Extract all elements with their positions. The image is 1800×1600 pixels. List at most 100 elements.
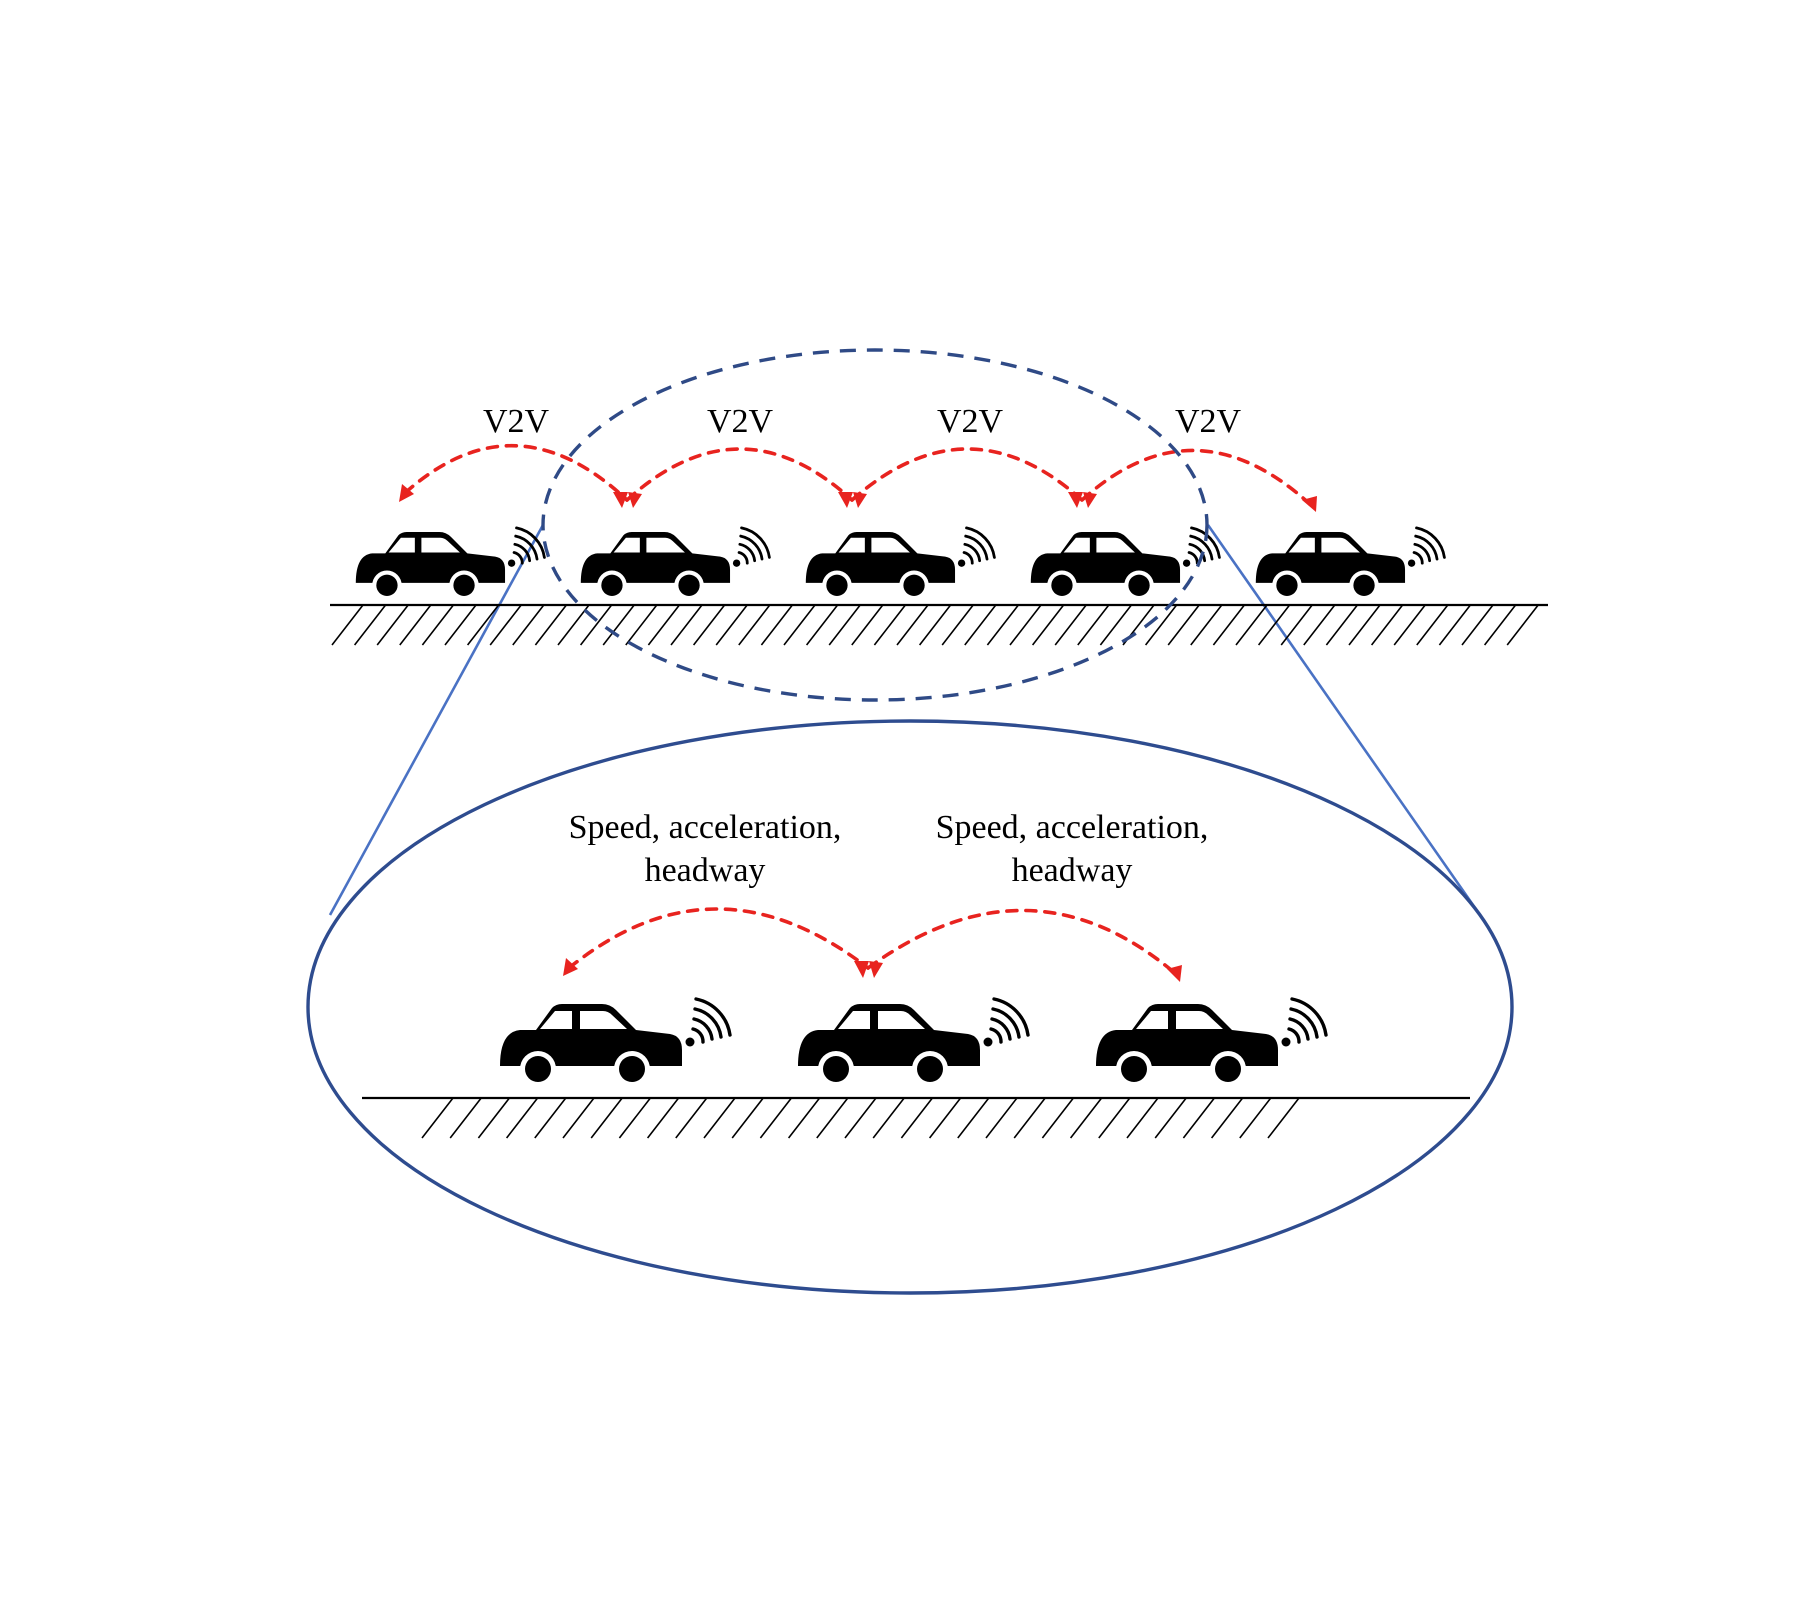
road-hatch-mark xyxy=(1325,604,1359,646)
zoom-road xyxy=(362,1096,1470,1139)
road-hatch-mark xyxy=(1009,604,1042,646)
road-hatch-mark xyxy=(738,604,771,646)
road-hatch-mark xyxy=(505,1097,539,1139)
road-hatch-mark xyxy=(646,1097,680,1139)
car-icon xyxy=(796,997,1030,1089)
road-hatch-mark xyxy=(1461,604,1494,646)
top-v2v-arrows xyxy=(399,443,1317,512)
road-hatch-mark xyxy=(1348,604,1381,646)
road-hatch-mark xyxy=(477,1097,511,1139)
road-hatch-mark xyxy=(1126,1097,1159,1139)
zoom-v2v-arrows xyxy=(563,907,1182,982)
road-hatch-mark xyxy=(399,604,432,646)
arrowhead xyxy=(563,958,578,976)
arrowhead xyxy=(854,961,869,978)
road-hatch-mark xyxy=(928,1097,962,1139)
road-hatch-mark xyxy=(783,604,816,646)
arrowhead xyxy=(628,492,642,508)
road-hatch-mark xyxy=(1154,1097,1187,1139)
road-hatch-mark xyxy=(918,604,952,646)
road-hatch-mark xyxy=(1267,1097,1300,1139)
road-hatch-mark xyxy=(957,1097,990,1139)
v2v-arrow xyxy=(850,447,1084,502)
road-hatch-mark xyxy=(675,1097,708,1139)
road-hatch-mark xyxy=(1506,604,1539,646)
road-hatch-mark xyxy=(1041,1097,1075,1139)
zoom-line-right xyxy=(1206,524,1482,916)
road-hatch-mark xyxy=(816,1097,849,1139)
road-hatch-mark xyxy=(986,604,1020,646)
arrowhead xyxy=(838,492,853,508)
road-hatch-mark xyxy=(376,604,409,646)
top-road xyxy=(330,603,1548,646)
v2v-label: V2V xyxy=(1175,403,1242,440)
road-hatch-mark xyxy=(759,1097,793,1139)
road-hatch-mark xyxy=(964,604,997,646)
road-hatch-mark xyxy=(1182,1097,1216,1139)
road-hatch-mark xyxy=(618,1097,652,1139)
road-hatch-mark xyxy=(760,604,794,646)
road-hatch-mark xyxy=(1393,604,1426,646)
info-labels: Speed, acceleration, headway Speed, acce… xyxy=(569,809,1209,889)
road-hatch-mark xyxy=(1077,604,1110,646)
car-icon xyxy=(1029,526,1221,602)
info-label-line2: headway xyxy=(1012,852,1133,889)
top-vehicle-row xyxy=(354,526,1446,602)
car-icon xyxy=(354,526,546,602)
road-hatch-mark xyxy=(703,1097,736,1139)
road-hatch-mark xyxy=(1069,1097,1103,1139)
zoom-ellipse xyxy=(306,719,1514,1295)
road-hatch-mark xyxy=(1483,604,1517,646)
road-hatch-mark xyxy=(900,1097,934,1139)
v2v-arrow xyxy=(1080,448,1314,508)
road-hatch-mark xyxy=(534,1097,567,1139)
road-hatch-mark xyxy=(805,604,839,646)
road-hatch-mark xyxy=(872,1097,905,1139)
road-hatch-mark xyxy=(715,604,748,646)
road-hatch-mark xyxy=(449,1097,482,1139)
v2v-arrow xyxy=(866,908,1178,976)
road-hatch-mark xyxy=(421,604,455,646)
car-icon xyxy=(1094,997,1328,1089)
arrowhead xyxy=(1167,965,1182,982)
arrowhead xyxy=(869,961,883,978)
road-hatch-mark xyxy=(1280,604,1313,646)
road-hatch-mark xyxy=(625,604,658,646)
road-hatch-mark xyxy=(1239,1097,1272,1139)
road-hatch-mark xyxy=(1303,604,1336,646)
road-hatch-mark xyxy=(1438,604,1472,646)
road-hatch-mark xyxy=(512,604,545,646)
road-hatch-mark xyxy=(489,604,522,646)
arrowhead xyxy=(1083,492,1097,508)
road-hatch-mark xyxy=(1013,1097,1046,1139)
road-hatch-mark xyxy=(466,604,500,646)
road-hatch-mark xyxy=(562,1097,595,1139)
road-hatch-mark xyxy=(1370,604,1404,646)
car-icon xyxy=(1254,526,1446,602)
road-hatch-mark xyxy=(941,604,974,646)
zoom-line-left xyxy=(328,524,545,916)
car-icon xyxy=(804,526,996,602)
road-hatch-mark xyxy=(331,604,364,646)
road-hatch-mark xyxy=(1416,604,1449,646)
v2v-label: V2V xyxy=(937,403,1004,440)
arrowhead xyxy=(399,484,414,502)
road-hatch-mark xyxy=(421,1097,454,1139)
road-hatch-mark xyxy=(647,604,681,646)
road-hatch-mark xyxy=(1098,1097,1131,1139)
info-label-line2: headway xyxy=(645,852,766,889)
road-hatch-mark xyxy=(844,1097,877,1139)
road-hatch-mark xyxy=(1167,604,1200,646)
road-hatch-mark xyxy=(787,1097,821,1139)
road-hatch-mark xyxy=(1235,604,1268,646)
road-hatch-mark xyxy=(873,604,907,646)
road-hatch-mark xyxy=(444,604,477,646)
road-hatch-mark xyxy=(1257,604,1291,646)
v2v-arrow xyxy=(403,443,629,502)
v2v-arrow xyxy=(567,907,870,970)
road-hatch-mark xyxy=(985,1097,1018,1139)
car-icon xyxy=(579,526,771,602)
road-hatch-mark xyxy=(828,604,861,646)
road-hatch-mark xyxy=(1054,604,1087,646)
v2v-labels: V2V V2V V2V V2V xyxy=(483,403,1242,440)
